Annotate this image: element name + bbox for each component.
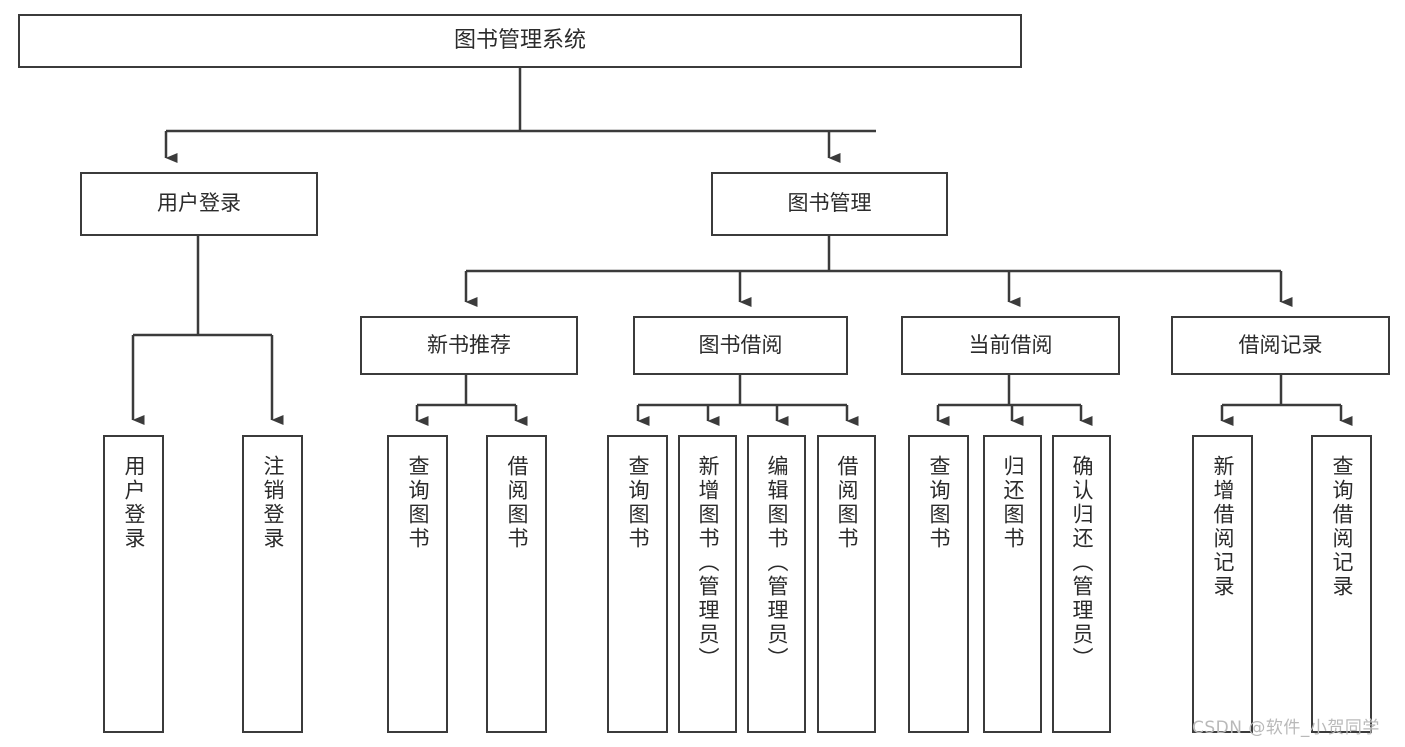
node-label: 确认归还（管理员） [1070, 455, 1094, 671]
node-label: 借阅图书 [835, 455, 859, 551]
node-label: 编辑图书（管理员） [765, 455, 789, 671]
leaf-logout[interactable]: 注销登录 [242, 435, 303, 733]
leaf-edit-book-admin[interactable]: 编辑图书（管理员） [747, 435, 806, 733]
node-label: 查询图书 [927, 455, 951, 551]
node-label: 图书管理系统 [453, 27, 586, 53]
node-label: 新书推荐 [427, 332, 511, 357]
node-book-borrow[interactable]: 图书借阅 [633, 316, 848, 375]
node-label: 查询图书 [626, 455, 650, 551]
leaf-add-borrow-record[interactable]: 新增借阅记录 [1192, 435, 1253, 733]
leaf-query-book-recommend[interactable]: 查询图书 [387, 435, 448, 733]
node-book-management[interactable]: 图书管理 [711, 172, 948, 236]
leaf-user-login[interactable]: 用户登录 [103, 435, 164, 733]
node-label: 新增借阅记录 [1211, 455, 1235, 599]
csdn-watermark: CSDN @软件_小贺同学 [1192, 718, 1380, 738]
node-label: 借阅记录 [1238, 332, 1323, 357]
leaf-confirm-return-admin[interactable]: 确认归还（管理员） [1052, 435, 1111, 733]
node-borrow-record[interactable]: 借阅记录 [1171, 316, 1390, 375]
leaf-return-book[interactable]: 归还图书 [983, 435, 1042, 733]
leaf-borrow-book-recommend[interactable]: 借阅图书 [486, 435, 547, 733]
node-label: 用户登录 [122, 455, 146, 551]
node-new-book-recommend[interactable]: 新书推荐 [360, 316, 578, 375]
node-label: 查询借阅记录 [1330, 455, 1354, 599]
node-current-borrow[interactable]: 当前借阅 [901, 316, 1120, 375]
node-label: 当前借阅 [968, 332, 1053, 357]
node-label: 注销登录 [261, 455, 285, 551]
leaf-query-book-current[interactable]: 查询图书 [908, 435, 969, 733]
node-label: 用户登录 [157, 191, 241, 216]
node-label: 图书借阅 [698, 332, 783, 357]
leaf-borrow-book[interactable]: 借阅图书 [817, 435, 876, 733]
node-label: 归还图书 [1001, 455, 1025, 551]
leaf-query-book-borrow[interactable]: 查询图书 [607, 435, 668, 733]
node-label: 查询图书 [406, 455, 430, 551]
leaf-add-book-admin[interactable]: 新增图书（管理员） [678, 435, 737, 733]
leaf-query-borrow-record[interactable]: 查询借阅记录 [1311, 435, 1372, 733]
node-label: 新增图书（管理员） [696, 455, 720, 671]
node-user-login[interactable]: 用户登录 [80, 172, 318, 236]
node-label: 借阅图书 [505, 455, 529, 551]
node-label: 图书管理 [787, 191, 872, 216]
node-root-system[interactable]: 图书管理系统 [18, 14, 1022, 68]
